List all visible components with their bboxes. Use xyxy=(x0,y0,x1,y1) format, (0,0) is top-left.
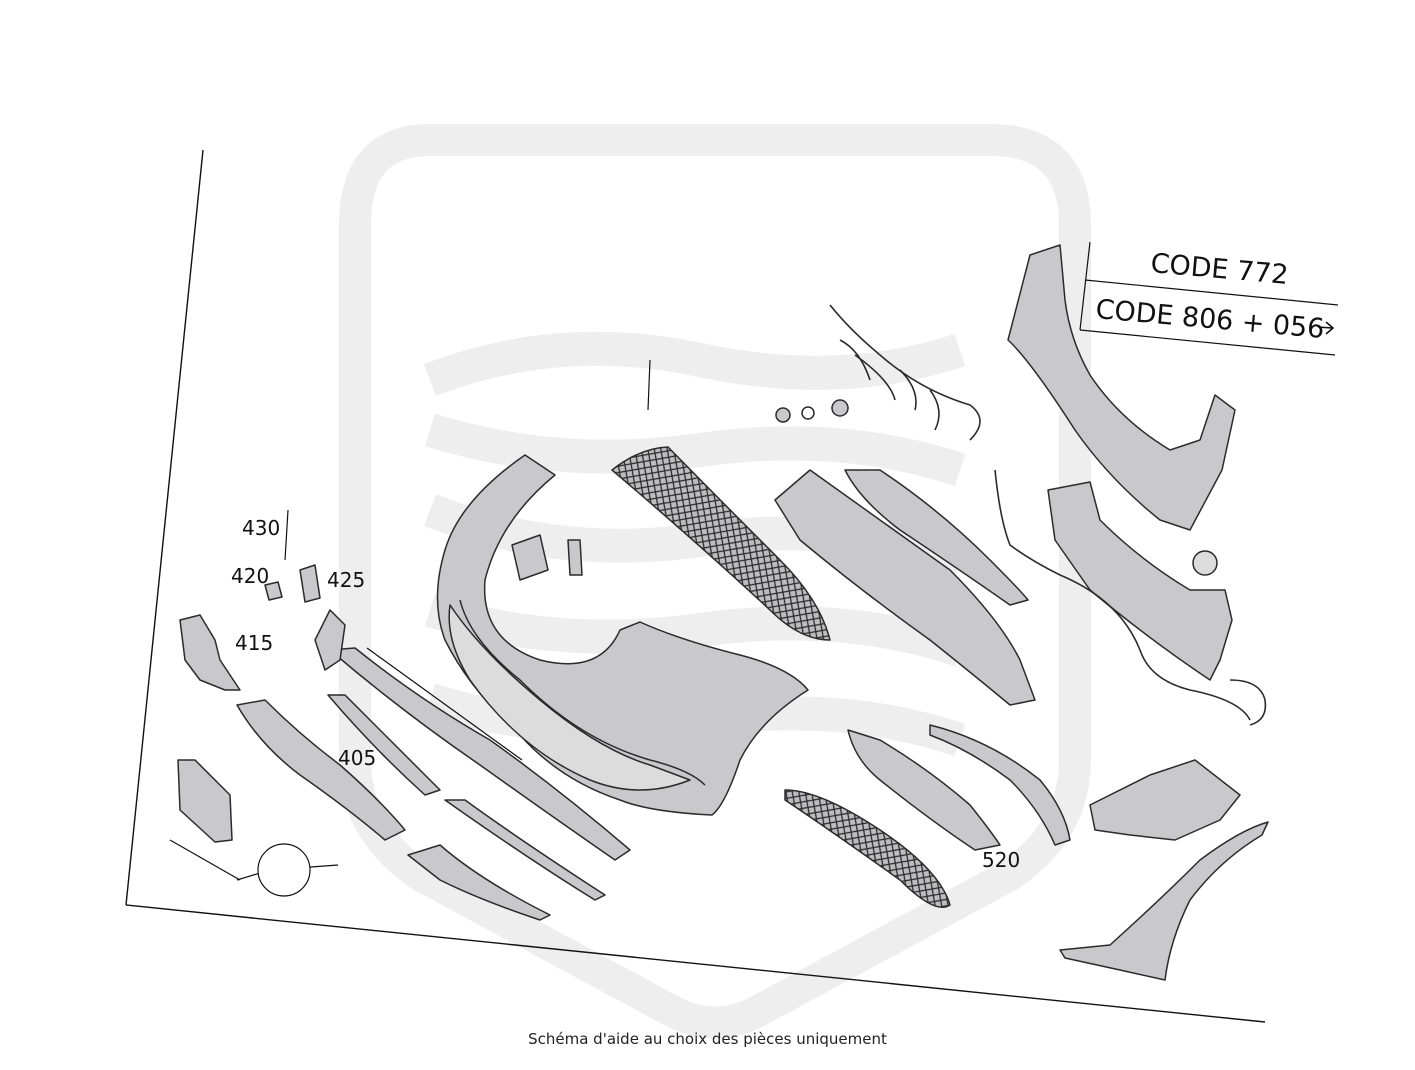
sensor-3 xyxy=(831,399,849,417)
lower-trim-strip xyxy=(236,699,406,841)
upper-cross-member-bracket xyxy=(844,469,1029,606)
wiring-harness xyxy=(829,304,1267,726)
code-772: CODE 772 xyxy=(1149,248,1289,291)
bumper-fog-opening xyxy=(448,604,691,791)
impact-beam xyxy=(1047,481,1233,681)
side-flap-415 xyxy=(179,614,241,691)
lower-grille xyxy=(784,789,951,908)
diagram-caption: Schéma d'aide au choix des pièces unique… xyxy=(528,1030,887,1048)
grille-surround xyxy=(847,729,1001,851)
label-520: 520 xyxy=(982,848,1020,872)
control-module xyxy=(511,534,549,581)
label-430: 430 xyxy=(242,516,280,540)
leader-lines xyxy=(169,359,651,897)
sensor-2 xyxy=(801,406,815,420)
upper-grille xyxy=(611,446,831,641)
clip-420 xyxy=(264,581,283,601)
label-420: 420 xyxy=(231,564,269,588)
plate-holder xyxy=(177,759,233,843)
top-reinforcement xyxy=(1007,244,1236,531)
washer xyxy=(1192,550,1218,576)
bracket-left xyxy=(314,609,346,671)
label-405: 405 xyxy=(338,746,376,770)
upper-cross-member xyxy=(774,469,1036,706)
chrome-strip xyxy=(444,799,606,901)
lip-spoiler xyxy=(407,844,551,921)
sensor-1 xyxy=(775,407,791,423)
side-strut-right xyxy=(1059,821,1269,981)
code-806-056: CODE 806 + 056 xyxy=(1094,294,1325,345)
center-trim-strip xyxy=(329,647,631,861)
diagram-frame xyxy=(125,149,1266,1023)
code-box xyxy=(1079,241,1339,356)
label-415: 415 xyxy=(235,631,273,655)
label-425: 425 xyxy=(327,568,365,592)
side-trim-520 xyxy=(929,724,1071,846)
side-bracket-right xyxy=(1089,759,1241,841)
outer-trim-strip xyxy=(327,694,441,796)
bumper-inner-line xyxy=(459,599,706,786)
bracket-small xyxy=(567,539,583,576)
clip-425 xyxy=(299,564,321,603)
